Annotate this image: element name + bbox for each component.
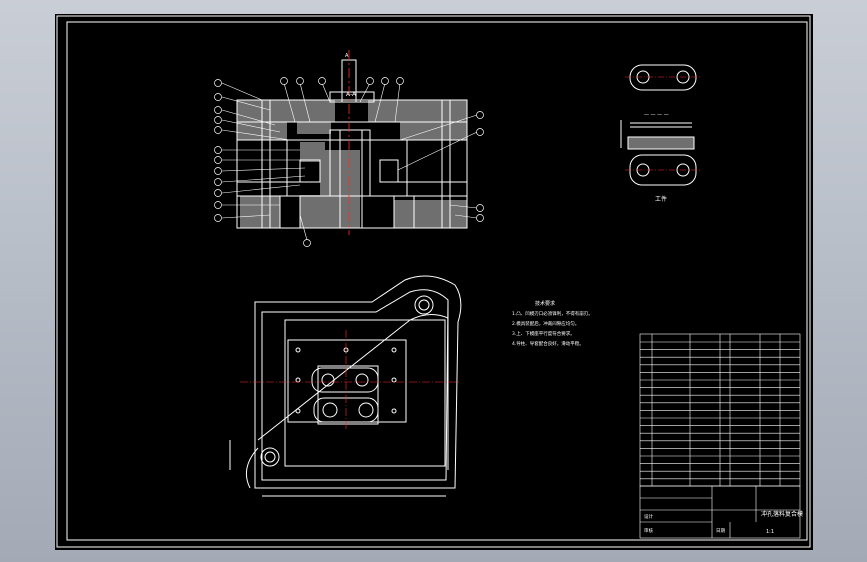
checker-label: 审核	[644, 527, 653, 534]
section-marker-label: A	[345, 53, 349, 59]
designer-label: 设计	[644, 513, 653, 520]
tech-req-line: 1.凸、凹模刃口必须锋利，不得有崩刃。	[512, 310, 593, 317]
workpiece-dimension-text: — — — —	[644, 112, 669, 118]
leader-lines	[221, 82, 478, 241]
tech-req-line: 4.导柱、导套配合良好，滑动平稳。	[512, 340, 584, 347]
title-block	[639, 485, 801, 539]
plan-centerlines	[240, 330, 460, 430]
section-label: A-A	[346, 91, 357, 98]
parts-list	[639, 333, 801, 487]
workpiece-label: 工件	[655, 195, 667, 203]
tech-req-line: 3.上、下模座平行度符合要求。	[512, 330, 575, 337]
plan-view	[229, 275, 462, 497]
section-view: A A-A	[214, 50, 484, 247]
sheet-border	[56, 15, 811, 548]
part-balloons	[214, 77, 484, 247]
tech-req-line: 2.模具装配后，冲裁间隙应均匀。	[512, 320, 579, 327]
tech-req-title: 技术要求	[535, 300, 555, 307]
workpiece-view	[620, 64, 702, 186]
technical-requirements: 技术要求 1.凸、凹模刃口必须锋利，不得有崩刃。 2.模具装配后，冲裁间隙应均匀…	[512, 300, 593, 347]
drawing-title: 冲孔落料复合模	[761, 510, 803, 518]
date-label: 日期	[716, 528, 725, 534]
drawing-scale: 1:1	[766, 529, 774, 535]
